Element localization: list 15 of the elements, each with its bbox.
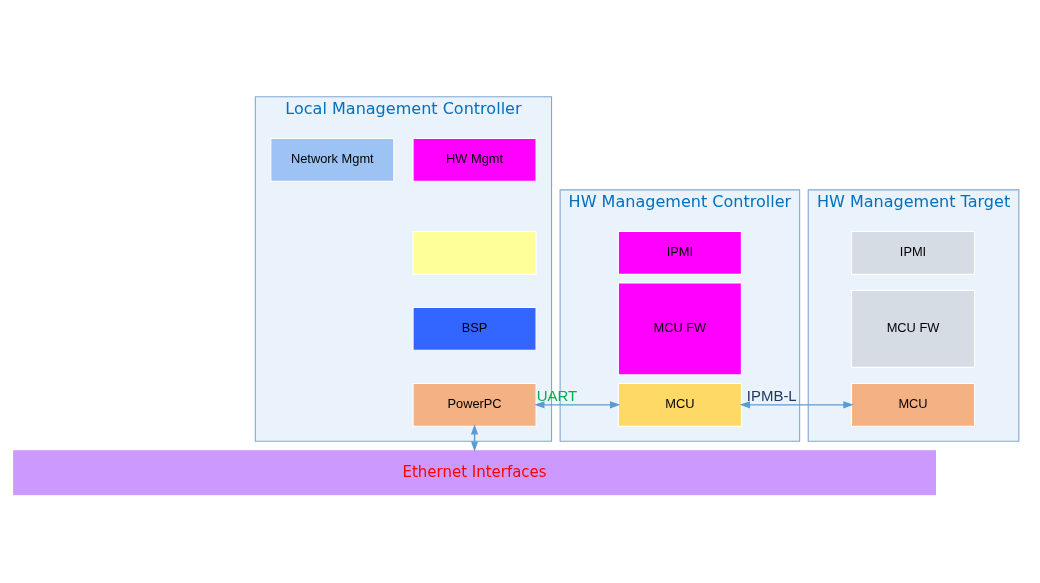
node-box: HW Mgmt	[412, 137, 537, 182]
node-box: Network Mgmt	[270, 137, 395, 182]
node-box: MCU	[851, 382, 976, 427]
arrow	[534, 400, 621, 408]
node-box: Ethernet Interfaces	[12, 448, 938, 496]
node-box: MCU FW	[851, 289, 976, 368]
node-box: IPMI	[851, 230, 976, 275]
node-box	[412, 230, 537, 275]
edge-label: IPMB-L	[746, 386, 797, 404]
node-box: PowerPC	[412, 382, 537, 427]
node-box: MCU	[617, 382, 742, 427]
arrow	[739, 400, 854, 408]
node-box: IPMI	[617, 230, 742, 275]
node-box: MCU FW	[617, 281, 742, 375]
node-box: BSP	[412, 306, 537, 351]
